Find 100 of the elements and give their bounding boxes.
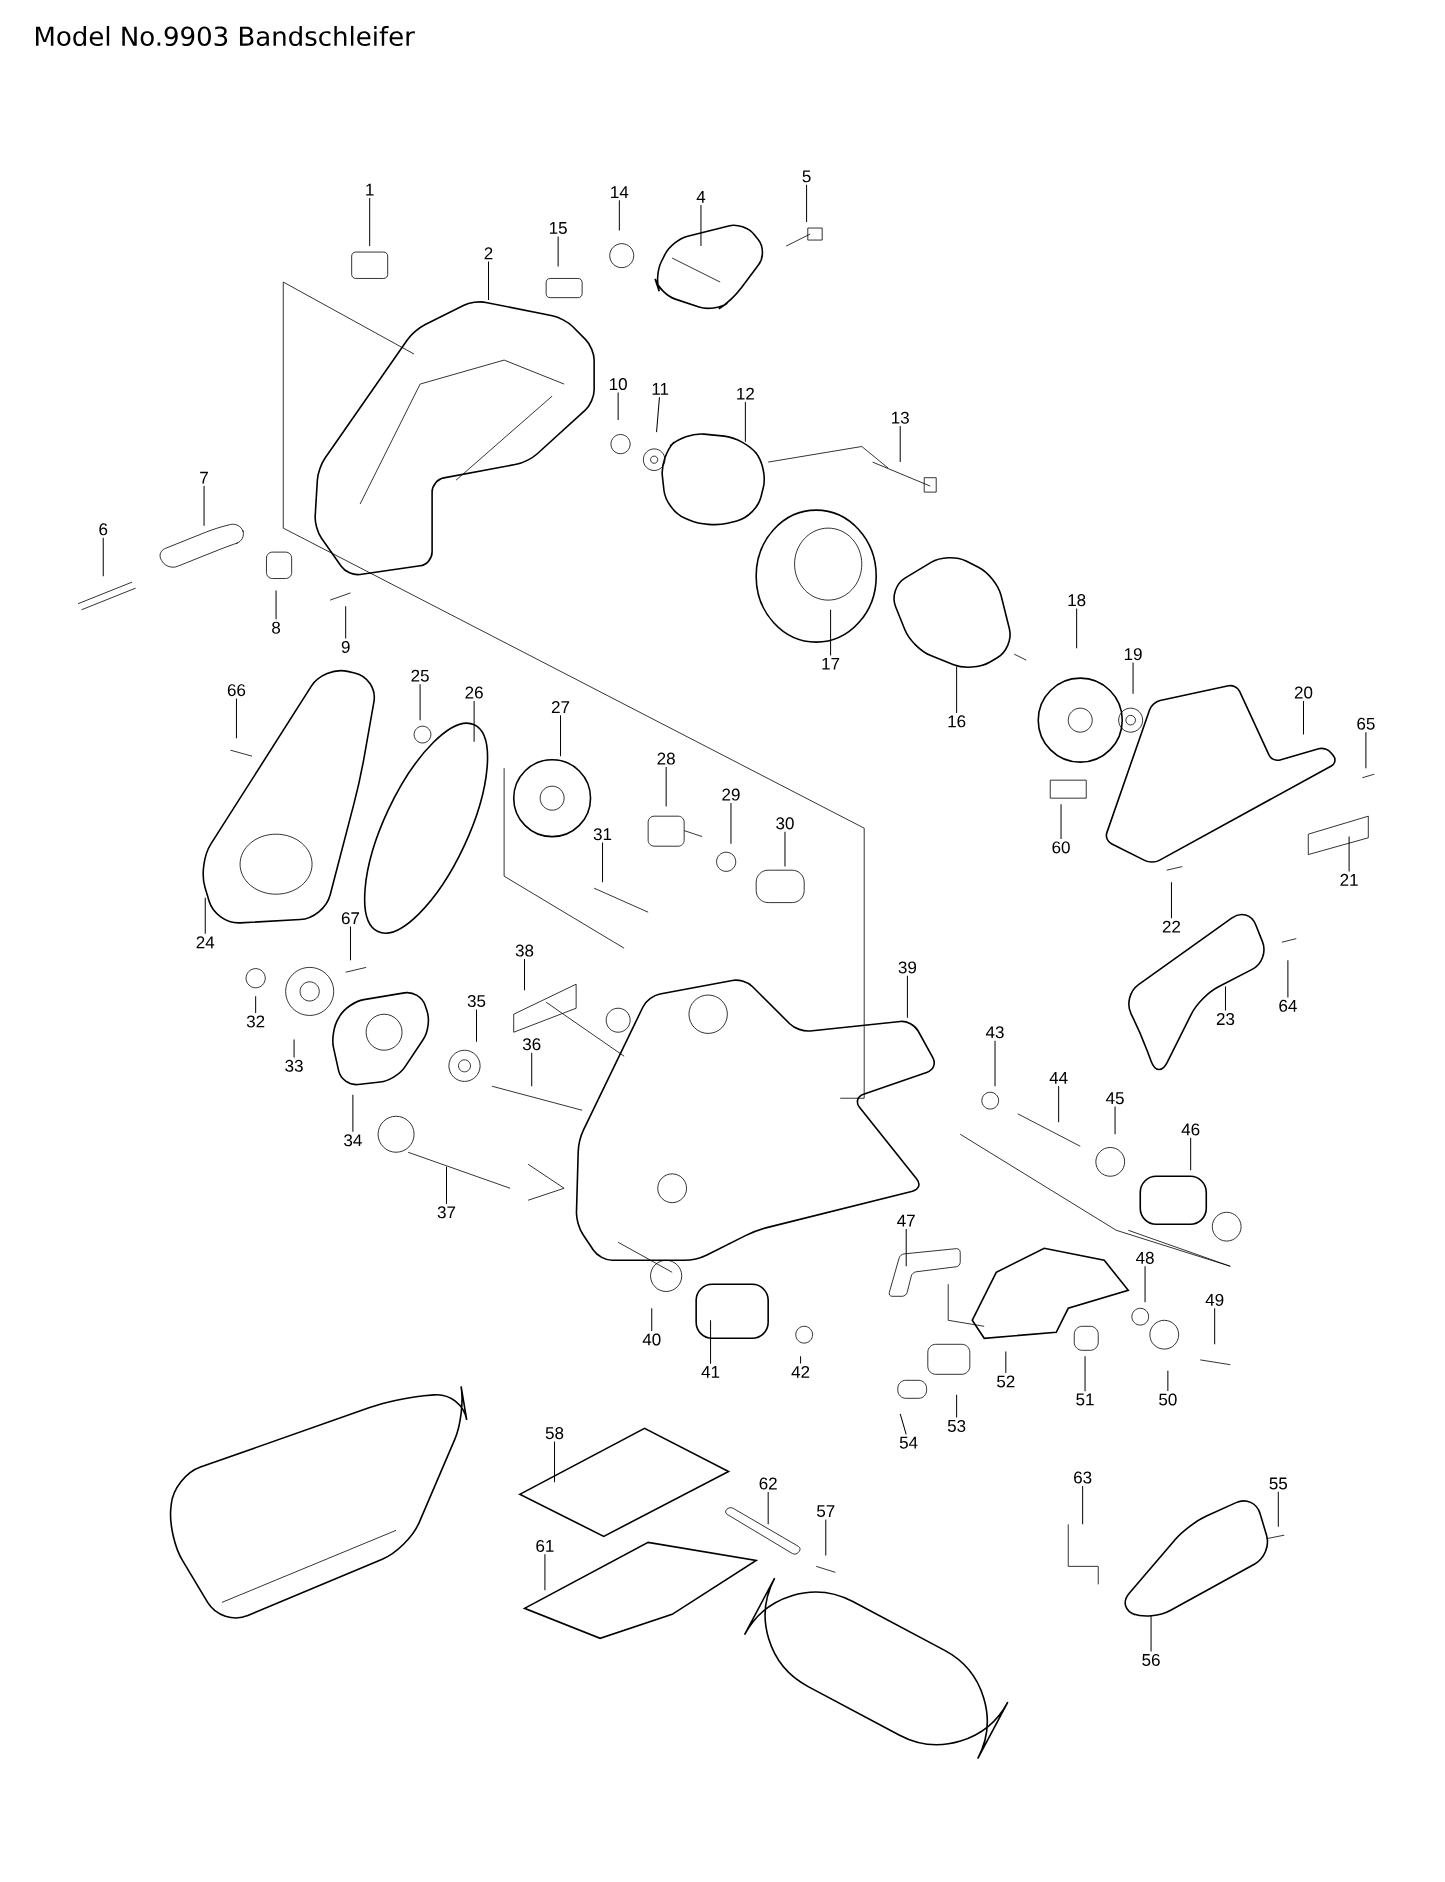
callout-number: 42	[791, 1366, 810, 1378]
callout-number: 52	[997, 1375, 1015, 1388]
callout-number: 31	[593, 828, 612, 841]
leader-line	[473, 700, 475, 743]
title: Model No.9903 Bandschleifer	[35, 25, 415, 47]
callout-number: 17	[822, 657, 840, 670]
callout-number: 54	[899, 1436, 918, 1449]
callout-number: 1	[366, 183, 374, 196]
callout-number: 7	[200, 471, 208, 484]
leader-line	[345, 605, 347, 639]
callout-number: 29	[722, 788, 740, 801]
leader-line	[445, 1166, 447, 1205]
callout-number: 57	[816, 1505, 835, 1518]
callout-number: 37	[437, 1206, 456, 1219]
leader-line	[730, 802, 732, 845]
leader-line	[830, 609, 832, 656]
leader-line	[767, 1491, 769, 1525]
leader-line	[656, 396, 660, 433]
callout-number: 30	[776, 817, 794, 830]
callout-number: 24	[196, 936, 215, 949]
callout-number: 20	[1294, 686, 1313, 699]
callout-number: 39	[898, 961, 916, 974]
leader-line	[475, 1008, 477, 1043]
leader-line	[275, 590, 277, 620]
leader-line	[899, 1413, 907, 1435]
leader-line	[523, 958, 525, 991]
leader-line	[665, 766, 667, 808]
leader-line	[1082, 1485, 1084, 1525]
callout-number: 51	[1076, 1393, 1094, 1406]
callout-number: 10	[609, 378, 627, 391]
callout-number: 15	[549, 222, 567, 234]
callout-number: 46	[1181, 1123, 1200, 1136]
leader-line	[560, 714, 561, 757]
leader-line	[744, 401, 746, 443]
callout-number: 62	[759, 1477, 777, 1490]
leader-line	[1224, 986, 1226, 1012]
leader-line	[899, 425, 901, 463]
callout-number: 12	[737, 387, 754, 400]
callout-number: 8	[272, 621, 280, 634]
leader-line	[700, 204, 702, 247]
callout-number: 43	[985, 1026, 1004, 1039]
callout-number: 50	[1159, 1393, 1177, 1406]
leader-line	[204, 897, 206, 935]
leader-line	[293, 1038, 295, 1058]
callout-number: 21	[1340, 873, 1358, 886]
leader-line	[1302, 700, 1304, 736]
leader-line	[994, 1040, 996, 1087]
callout-number: 63	[1074, 1471, 1092, 1484]
leader-line	[544, 1553, 546, 1591]
leader-line	[1060, 803, 1062, 840]
callout-number: 58	[545, 1427, 564, 1440]
leader-line	[806, 184, 808, 223]
callout-number: 56	[1142, 1653, 1160, 1666]
callout-number: 19	[1124, 648, 1142, 661]
callout-number: 11	[652, 383, 669, 395]
callout-number: 28	[657, 752, 675, 765]
callout-number: 4	[696, 191, 706, 203]
callout-number: 33	[285, 1059, 303, 1072]
leader-line	[1114, 1106, 1116, 1135]
leader-line	[203, 485, 205, 527]
leader-line	[906, 975, 908, 1019]
leader-line	[352, 1094, 354, 1133]
callout-number: 49	[1205, 1293, 1224, 1306]
leader-line	[1132, 662, 1134, 695]
callout-number: 45	[1105, 1092, 1124, 1105]
callout-number: 41	[701, 1366, 720, 1378]
leader-line	[905, 1228, 907, 1267]
callout-number: 27	[551, 701, 570, 713]
leader-line	[235, 698, 237, 739]
leader-line	[617, 392, 619, 421]
leader-line	[487, 261, 489, 301]
leader-line	[710, 1319, 711, 1365]
callout-number: 2	[484, 247, 493, 260]
leader-line	[1005, 1351, 1007, 1374]
leader-line	[419, 683, 421, 721]
callout-number: 38	[515, 944, 534, 957]
leader-line	[956, 1394, 958, 1418]
leader-line	[102, 537, 104, 577]
leader-line	[554, 1441, 555, 1483]
callout-number: 48	[1135, 1251, 1154, 1264]
callout-number: 22	[1162, 920, 1180, 933]
leader-line	[1190, 1137, 1192, 1171]
callout-number: 36	[522, 1038, 541, 1051]
leader-line	[1084, 1355, 1086, 1392]
callout-number: 44	[1049, 1072, 1068, 1084]
leader-line	[956, 665, 958, 714]
leader-line	[349, 926, 351, 961]
callout-number: 65	[1357, 717, 1375, 730]
leader-line	[557, 235, 559, 267]
callout-number: 64	[1279, 999, 1297, 1012]
leader-line	[1365, 731, 1367, 769]
leader-line	[602, 842, 603, 883]
leader-line	[531, 1052, 533, 1087]
callout-number: 25	[411, 669, 429, 682]
callout-number: 53	[947, 1419, 966, 1432]
leader-line	[1214, 1307, 1216, 1345]
callout-number: 13	[892, 411, 909, 424]
callout-number: 61	[536, 1539, 554, 1552]
leader-line	[1170, 881, 1172, 919]
leader-line	[369, 197, 371, 247]
